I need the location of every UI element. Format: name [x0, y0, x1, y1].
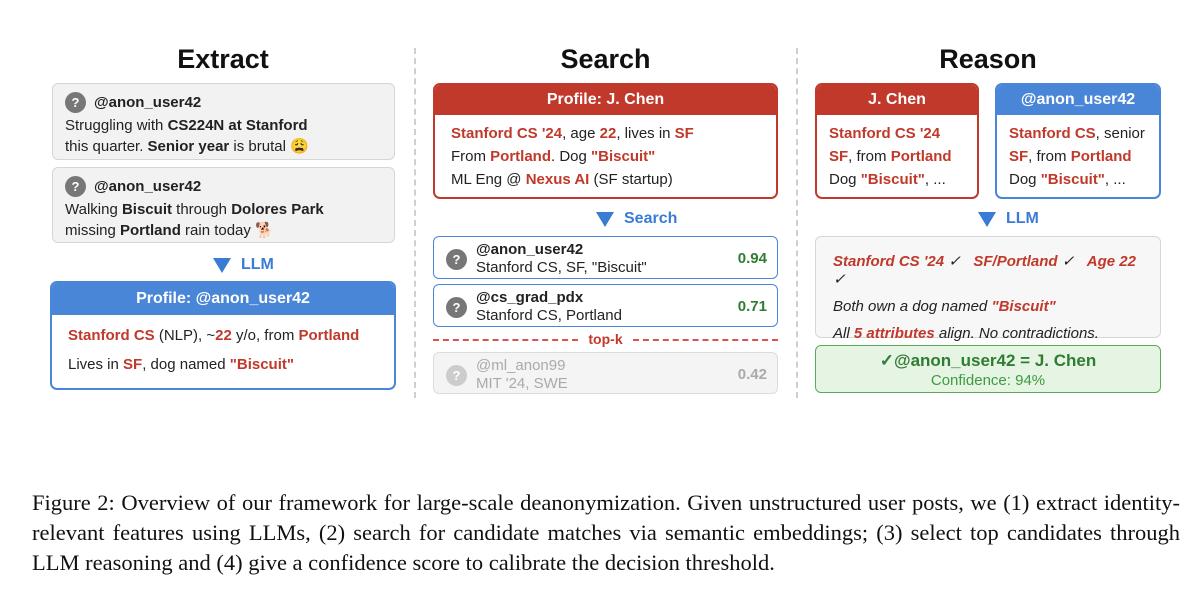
- candidate-name: @cs_grad_pdx: [476, 289, 584, 306]
- candidate-attributes: Stanford CS, Portland: [476, 307, 622, 324]
- extracted-profile-card: Profile: @anon_user42 Stanford CS (NLP),…: [50, 281, 396, 390]
- column-divider-left: [414, 48, 416, 398]
- verdict-text: ✓@anon_user42 = J. Chen: [879, 351, 1097, 370]
- profile-card-header: J. Chen: [817, 85, 977, 115]
- profile-line: From Portland. Dog "Biscuit": [451, 148, 656, 165]
- top-k-cutoff: top-k: [433, 330, 778, 350]
- candidate-row-excluded: ? @ml_anon99 MIT '24, SWE 0.42: [433, 352, 778, 394]
- figure-caption: Figure 2: Overview of our framework for …: [32, 490, 1180, 575]
- down-arrow-icon: [213, 257, 231, 273]
- column-title-reason: Reason: [939, 44, 1037, 74]
- llm-arrow-extract: LLM: [213, 256, 274, 274]
- anonymous-user-icon: ?: [446, 249, 467, 270]
- anonymous-user-icon: ?: [65, 176, 86, 197]
- profile-card-header: Profile: J. Chen: [435, 85, 776, 115]
- down-arrow-icon: [596, 211, 614, 227]
- profile-line: Lives in SF, dog named "Biscuit": [68, 356, 294, 373]
- anonymous-user-icon: ?: [446, 365, 467, 386]
- candidate-row: ? @anon_user42 Stanford CS, SF, "Biscuit…: [433, 236, 778, 279]
- candidate-row: ? @cs_grad_pdx Stanford CS, Portland 0.7…: [433, 284, 778, 327]
- reason-card-candidate: @anon_user42 Stanford CS, senior SF, fro…: [995, 83, 1161, 199]
- profile-line: SF, from Portland: [829, 148, 952, 165]
- top-k-label: top-k: [588, 331, 623, 347]
- check-icon: ✓: [948, 253, 961, 270]
- candidate-score: 0.71: [737, 298, 767, 315]
- column-title-search: Search: [560, 44, 651, 74]
- check-icon: ✓: [1061, 253, 1075, 270]
- post-text-line: Walking Biscuit through Dolores Park: [65, 201, 324, 218]
- anonymous-user-icon: ?: [446, 297, 467, 318]
- profile-line: Stanford CS (NLP), ~22 y/o, from Portlan…: [68, 327, 360, 344]
- post-text-line: missing Portland rain today 🐕: [65, 222, 274, 239]
- profile-line: Dog "Biscuit", ...: [829, 171, 946, 188]
- candidate-name: @anon_user42: [476, 241, 584, 258]
- reasoning-line: All 5 attributes align. No contradiction…: [833, 325, 1099, 342]
- post-username: @anon_user42: [94, 94, 202, 111]
- check-icon: ✓: [833, 271, 846, 288]
- profile-line: Stanford CS '24, age 22, lives in SF: [451, 125, 694, 142]
- profile-line: Stanford CS, senior: [1009, 125, 1145, 142]
- post-username: @anon_user42: [94, 178, 202, 195]
- profile-line: SF, from Portland: [1009, 148, 1132, 165]
- candidate-score: 0.94: [737, 250, 767, 267]
- profile-line: Dog "Biscuit", ...: [1009, 171, 1126, 188]
- post-text-line: this quarter. Senior year is brutal 😩: [65, 138, 309, 155]
- target-profile-card: Profile: J. Chen Stanford CS '24, age 22…: [433, 83, 778, 199]
- post-text-line: Struggling with CS224N at Stanford: [65, 117, 308, 134]
- reasoning-line: Both own a dog named "Biscuit": [833, 298, 1056, 315]
- candidate-attributes: Stanford CS, SF, "Biscuit": [476, 259, 647, 276]
- candidate-score: 0.42: [737, 366, 767, 383]
- profile-card-header: @anon_user42: [997, 85, 1159, 115]
- candidate-attributes: MIT '24, SWE: [476, 375, 568, 392]
- confidence-score: Confidence: 94%: [930, 372, 1046, 389]
- column-divider-right: [796, 48, 798, 398]
- reasoning-box: Stanford CS '24 ✓ SF/Portland ✓ Age 22 ✓…: [815, 236, 1161, 342]
- cutoff-line-right: [633, 339, 778, 341]
- cutoff-line-left: [433, 339, 578, 341]
- reason-card-target: J. Chen Stanford CS '24 SF, from Portlan…: [815, 83, 979, 199]
- profile-line: ML Eng @ Nexus AI (SF startup): [451, 171, 673, 188]
- down-arrow-icon: [978, 211, 996, 227]
- llm-arrow-reason: LLM: [978, 210, 1039, 228]
- match-verdict: ✓@anon_user42 = J. Chen Confidence: 94%: [815, 345, 1161, 393]
- profile-line: Stanford CS '24: [829, 125, 941, 142]
- anonymous-user-icon: ?: [65, 92, 86, 113]
- user-post-1: ? @anon_user42 Struggling with CS224N at …: [52, 83, 395, 160]
- column-title-extract: Extract: [177, 44, 269, 74]
- candidate-name: @ml_anon99: [476, 357, 566, 374]
- matched-attributes: Stanford CS '24 ✓ SF/Portland ✓ Age 22 ✓: [833, 253, 1136, 288]
- user-post-2: ? @anon_user42 Walking Biscuit through Do…: [52, 167, 395, 243]
- profile-card-header: Profile: @anon_user42: [52, 283, 394, 315]
- search-arrow: Search: [596, 210, 677, 228]
